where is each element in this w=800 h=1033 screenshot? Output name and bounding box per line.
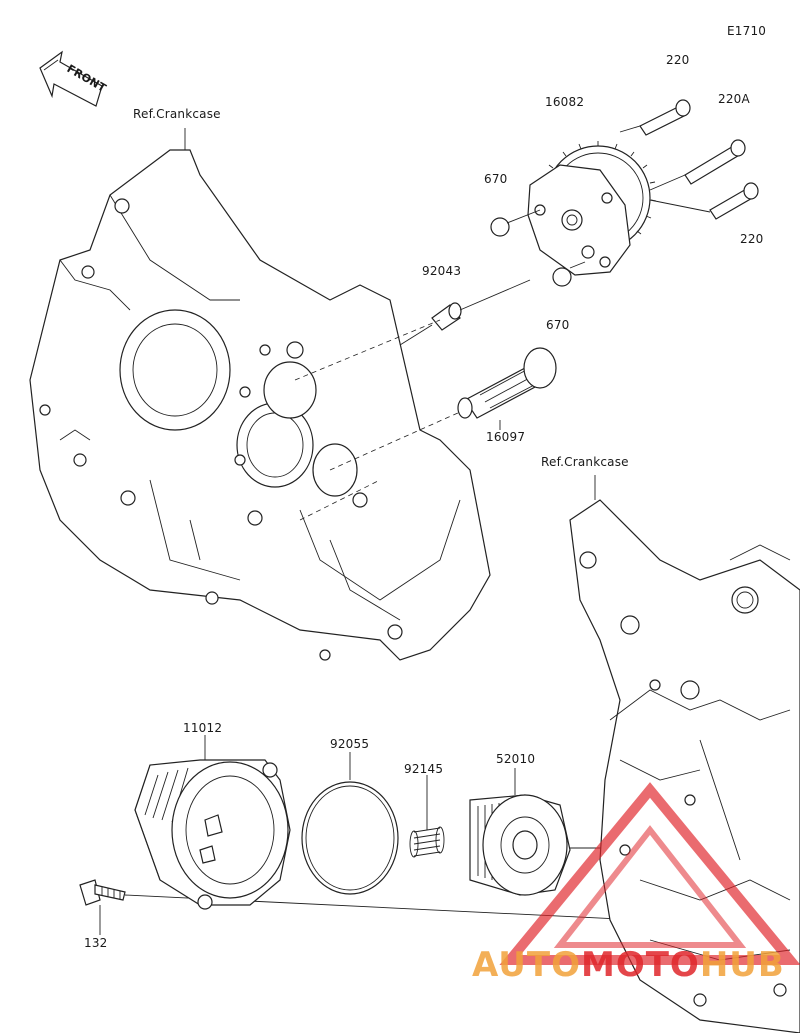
- watermark-moto: MOTO: [580, 945, 700, 985]
- front-arrow-icon: [39, 50, 103, 107]
- oil-strainer-16097-drawing: [457, 347, 557, 419]
- spring-92145-drawing: [409, 826, 445, 858]
- part-670-bottom-label: 670: [546, 318, 570, 332]
- part-220-bottom-label: 220: [740, 232, 764, 246]
- ref-crankcase-upper-label: Ref.Crankcase: [133, 107, 221, 121]
- bolt-220-top-drawing: [639, 99, 691, 136]
- part-92145-label: 92145: [404, 762, 444, 776]
- o-ring-92055-drawing: [301, 781, 399, 895]
- oil-filter-cover-11012-drawing: [134, 759, 291, 910]
- pin-92043-drawing: [431, 302, 462, 331]
- ref-crankcase-lower-label: Ref.Crankcase: [541, 455, 629, 469]
- bolt-132-drawing: [79, 879, 126, 906]
- part-92043-label: 92043: [422, 264, 462, 278]
- bolt-220-bottom-drawing: [709, 182, 759, 220]
- part-220A-label: 220A: [718, 92, 750, 106]
- o-ring-670-bottom-drawing: [552, 267, 572, 287]
- oil-filter-52010-drawing: [469, 794, 571, 896]
- diagram-code: E1710: [727, 24, 767, 38]
- bolt-220A-drawing: [684, 139, 746, 185]
- part-92055-label: 92055: [330, 737, 370, 751]
- o-ring-670-top-drawing: [490, 217, 510, 237]
- watermark-text: AUTOMOTOHUB: [472, 945, 785, 985]
- part-132-label: 132: [84, 936, 108, 950]
- part-16097-label: 16097: [486, 430, 526, 444]
- watermark-logo: [499, 782, 800, 965]
- part-220-top-label: 220: [666, 53, 690, 67]
- watermark-auto: AUTO: [472, 945, 581, 985]
- part-11012-label: 11012: [183, 721, 223, 735]
- part-52010-label: 52010: [496, 752, 536, 766]
- part-670-top-label: 670: [484, 172, 508, 186]
- crankcase-upper-drawing: [29, 149, 491, 661]
- part-16082-label: 16082: [545, 95, 585, 109]
- oil-pump-drawing: [527, 141, 657, 276]
- watermark-hub: HUB: [699, 945, 785, 985]
